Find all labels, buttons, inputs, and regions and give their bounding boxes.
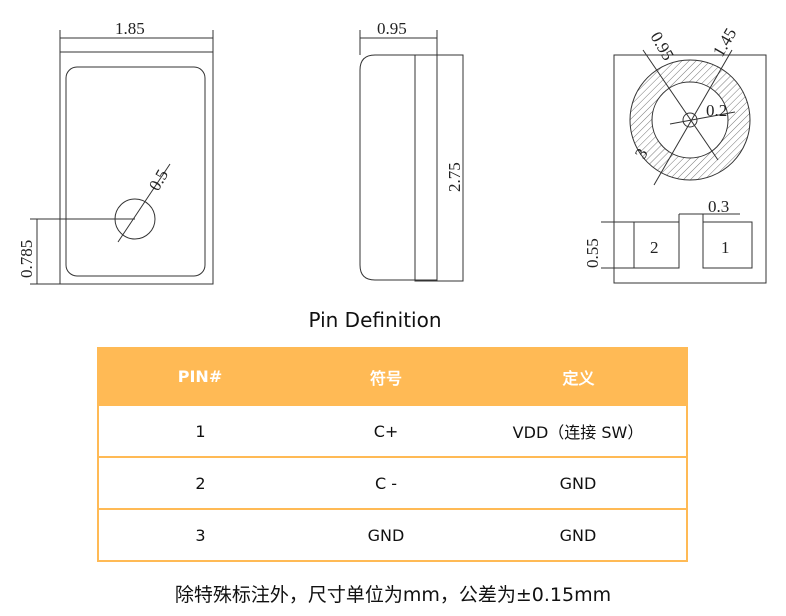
cell-symbol: C - — [302, 456, 470, 510]
header-definition: 定义 — [469, 347, 688, 406]
header-symbol: 符号 — [301, 347, 471, 406]
dim-thickness-label: 0.95 — [377, 19, 407, 38]
table-row: 1 C+ VDD（连接 SW） — [97, 404, 688, 458]
dim-inner-dia-label: 0.95 — [647, 29, 678, 64]
cell-symbol: C+ — [302, 404, 470, 458]
dim-center-label: 0.2 — [706, 101, 727, 120]
pin-definition-title: Pin Definition — [308, 308, 442, 332]
cell-pin: 2 — [97, 456, 302, 510]
dim-gap-label: 0.3 — [708, 197, 729, 216]
table-row: 3 GND GND — [97, 508, 688, 562]
cell-definition: GND — [470, 456, 688, 510]
side-view — [359, 30, 464, 282]
tolerance-note: 除特殊标注外，尺寸单位为mm，公差为±0.15mm — [174, 584, 612, 606]
cell-definition: VDD（连接 SW） — [470, 404, 688, 458]
bottom-view — [601, 49, 767, 284]
dim-offset-label: 0.785 — [17, 240, 36, 278]
pad-1-label: 1 — [721, 238, 730, 257]
dim-pad-height-label: 0.55 — [583, 238, 602, 268]
cell-pin: 3 — [97, 508, 302, 562]
cell-pin: 1 — [97, 404, 302, 458]
pad-2-label: 2 — [650, 238, 659, 257]
dim-hole-label: 0.5 — [145, 166, 172, 194]
table-header-row: PIN# 符号 定义 — [97, 347, 688, 406]
mechanical-drawing: 1.85 0.5 0.785 0.95 2.75 1.45 0.95 0.2 3… — [17, 19, 767, 285]
table-row: 2 C - GND — [97, 456, 688, 510]
dim-height-label: 2.75 — [445, 162, 464, 192]
cell-symbol: GND — [302, 508, 470, 562]
header-pin: PIN# — [97, 347, 303, 406]
cell-definition: GND — [470, 508, 688, 562]
pin-definition-table: PIN# 符号 定义 1 C+ VDD（连接 SW） 2 C - GND 3 G… — [97, 347, 688, 562]
top-view — [30, 30, 214, 285]
dim-width-label: 1.85 — [115, 19, 145, 38]
